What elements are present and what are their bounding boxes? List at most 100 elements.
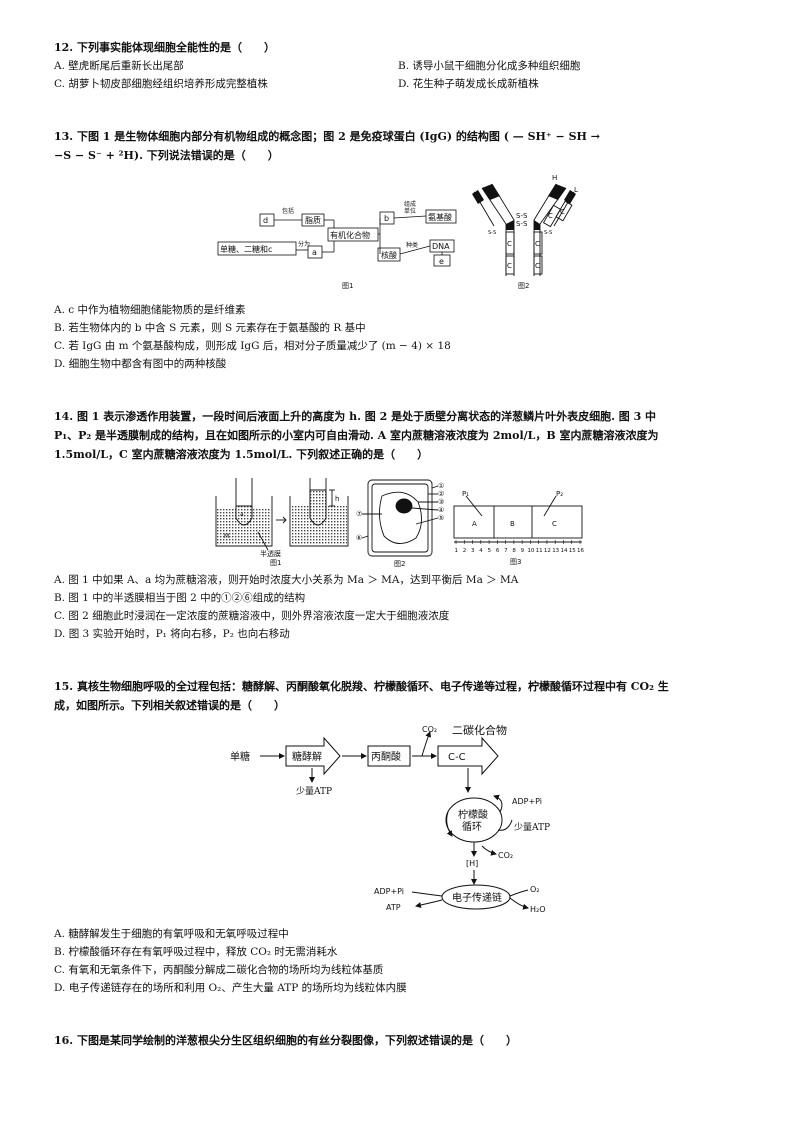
fig1-fenwei: 分为 [298, 240, 310, 248]
resp-dianzi: 电子传递链 [452, 891, 502, 904]
fig2-n2: ② [438, 490, 444, 498]
fig2-h: H [552, 174, 557, 182]
fig2-c5: C [548, 212, 553, 220]
ruler-tick-label: 2 [463, 548, 467, 554]
fig2-c3: C [535, 240, 540, 248]
q13-stem-line2: −S − S⁻ + ²H). 下列说法错误的是（ ） [54, 149, 279, 162]
fig2-n4: ④ [438, 506, 444, 514]
q13-figure2-igg-structure: S-S S-S S-S S-S H L C C C C C C 图2 [472, 174, 578, 290]
resp-h2o: H₂O [530, 905, 546, 914]
ruler-tick-label: 4 [479, 548, 483, 554]
fig2-c4: C [535, 262, 540, 270]
q14-option-b: B. 图 1 中的半透膜相当于图 2 中的①②⑥组成的结构 [54, 592, 306, 604]
fig2-caption: 图2 [394, 560, 405, 568]
fig1-a: a [312, 248, 317, 257]
ruler-tick-label: 5 [488, 548, 492, 554]
q14-option-c: C. 图 2 细胞此时浸润在一定浓度的蔗糖溶液中，则外界溶液浓度一定大于细胞液浓… [54, 610, 450, 622]
q14-figure2-plasmolysis-cell: ① ② ③ ④ ⑤ ⑥ ⑦ 图2 [356, 479, 444, 568]
resp-ertan: 二碳化合物 [452, 723, 507, 737]
ruler-tick-label: 6 [496, 548, 500, 554]
q13-stem-line1: 13. 下图 1 是生物体细胞内部分有机物组成的概念图；图 2 是免疫球蛋白 (… [54, 130, 600, 143]
resp-cc: C-C [448, 752, 466, 763]
fig2-ss-right: S-S [544, 230, 552, 236]
fig3-p1: P₁ [462, 490, 469, 498]
ruler-tick-label: 13 [552, 548, 559, 554]
q15-option-b: B. 柠檬酸循环存在有氧呼吸过程中，释放 CO₂ 时无需消耗水 [54, 946, 338, 958]
q12-option-d: D. 花生种子萌发成长成新植株 [398, 78, 539, 90]
resp-bingtongsuan: 丙酮酸 [371, 750, 401, 763]
resp-adppi-2: ADP+Pi [374, 887, 404, 896]
fig3-p2: P₂ [556, 490, 563, 498]
ruler-tick-label: 14 [560, 548, 567, 554]
q15-respiration-diagram: 单糖 糖酵解 丙酮酸 CO₂ 二碳化合物 C-C 少量ATP 柠檬酸 循环 AD… [230, 723, 550, 914]
fig1-anjisuan: 氨基酸 [428, 212, 452, 222]
q14-stem-line3: 1.5mol/L，C 室内蔗糖溶液浓度为 1.5mol/L. 下列叙述正确的是（… [54, 448, 429, 461]
q13-option-a: A. c 中作为植物细胞储能物质的是纤维素 [54, 304, 246, 316]
fig1-M: M [224, 533, 229, 540]
resp-adppi-1: ADP+Pi [512, 797, 542, 806]
q14-stem-line1: 14. 图 1 表示渗透作用装置，一段时间后液面上升的高度为 h. 图 2 是处… [54, 410, 657, 423]
fig3-chamber-b: B [510, 520, 515, 528]
resp-shaoliang-atp: 少量ATP [296, 786, 332, 797]
ruler-tick-label: 15 [569, 548, 576, 554]
q12-stem: 12. 下列事实能体现细胞全能性的是（ ） [54, 41, 275, 54]
fig2-c1: C [507, 240, 512, 248]
fig1-caption: 图1 [270, 559, 281, 567]
q14-option-d: D. 图 3 实验开始时，P₁ 将向右移，P₂ 也向右移动 [54, 628, 290, 640]
fig2-ss-mid: S-S [516, 220, 528, 228]
fig2-n6: ⑥ [356, 534, 362, 542]
fig1-e: e [439, 257, 444, 266]
fig1-zucheng: 组成 [404, 200, 416, 208]
fig1-caption: 图1 [342, 282, 353, 290]
q14-option-a: A. 图 1 中如果 A、a 均为蔗糖溶液，则开始时浓度大小关系为 Ma ＞ M… [54, 574, 519, 586]
ruler-tick-label: 9 [521, 548, 525, 554]
fig1-dantang: 单糖、二糖和c [220, 244, 272, 254]
fig2-l: L [574, 186, 578, 194]
resp-ningmeng-2: 循环 [462, 820, 482, 833]
fig3-caption: 图3 [510, 558, 521, 566]
fig3-chamber-c: C [552, 520, 557, 528]
resp-o2: O₂ [530, 885, 540, 894]
q12-option-b: B. 诱导小鼠干细胞分化成多种组织细胞 [398, 60, 581, 72]
fig1-b: b [384, 214, 389, 223]
resp-h: [H] [466, 859, 478, 868]
resp-tangjiaojie: 糖酵解 [292, 750, 322, 763]
ruler-tick-label: 1 [455, 548, 459, 554]
fig2-ss-left: S-S [488, 230, 496, 236]
q15-stem-line1: 15. 真核生物细胞呼吸的全过程包括：糖酵解、丙酮酸氧化脱羧、柠檬酸循环、电子传… [54, 680, 669, 693]
resp-shaoliang-atp-2: 少量ATP [514, 822, 550, 833]
resp-co2-2: CO₂ [498, 851, 513, 860]
ruler-tick-label: 3 [471, 548, 475, 554]
q15-option-c: C. 有氧和无氧条件下，丙酮酸分解成二碳化合物的场所均为线粒体基质 [54, 964, 384, 976]
fig2-c6: C [560, 208, 565, 216]
fig1-h: h [335, 495, 339, 503]
resp-ningmeng-1: 柠檬酸 [458, 808, 488, 821]
fig1-d: d [263, 216, 268, 225]
fig1-youji: 有机化合物 [330, 230, 370, 240]
fig2-n7: ⑦ [356, 510, 362, 518]
ruler-tick-label: 16 [577, 548, 584, 554]
q14-figure1-osmosis: h a M 半透膜 图1 [215, 478, 349, 567]
fig1-danwei: 单位 [404, 207, 416, 215]
q15-stem-line2: 成，如图所示。下列相关叙述错误的是（ ） [54, 699, 285, 712]
ruler-tick-label: 11 [536, 548, 543, 554]
resp-co2-1: CO₂ [422, 725, 437, 734]
fig1-zhizhi: 脂质 [305, 215, 321, 225]
resp-atp: ATP [386, 903, 401, 912]
fig3-chamber-a: A [472, 520, 477, 528]
fig2-n1: ① [438, 482, 444, 490]
q16-stem: 16. 下图是某同学绘制的洋葱根尖分生区组织细胞的有丝分裂图像，下列叙述错误的是… [54, 1034, 517, 1047]
ruler-tick-label: 10 [527, 548, 534, 554]
fig2-caption: 图2 [518, 282, 529, 290]
fig1-baohan: 包括 [282, 207, 294, 215]
fig1-a: a [240, 511, 244, 518]
fig1-dna: DNA [432, 242, 450, 251]
fig1-membrane: 半透膜 [260, 549, 281, 558]
ruler-tick-label: 8 [512, 548, 516, 554]
ruler-tick-label: 7 [504, 548, 508, 554]
q13-option-b: B. 若生物体内的 b 中含 S 元素，则 S 元素存在于氨基酸的 R 基中 [54, 322, 366, 334]
fig2-n3: ③ [438, 498, 444, 506]
ruler-tick-label: 12 [544, 548, 551, 554]
fig2-ss-top: S-S [516, 212, 528, 220]
